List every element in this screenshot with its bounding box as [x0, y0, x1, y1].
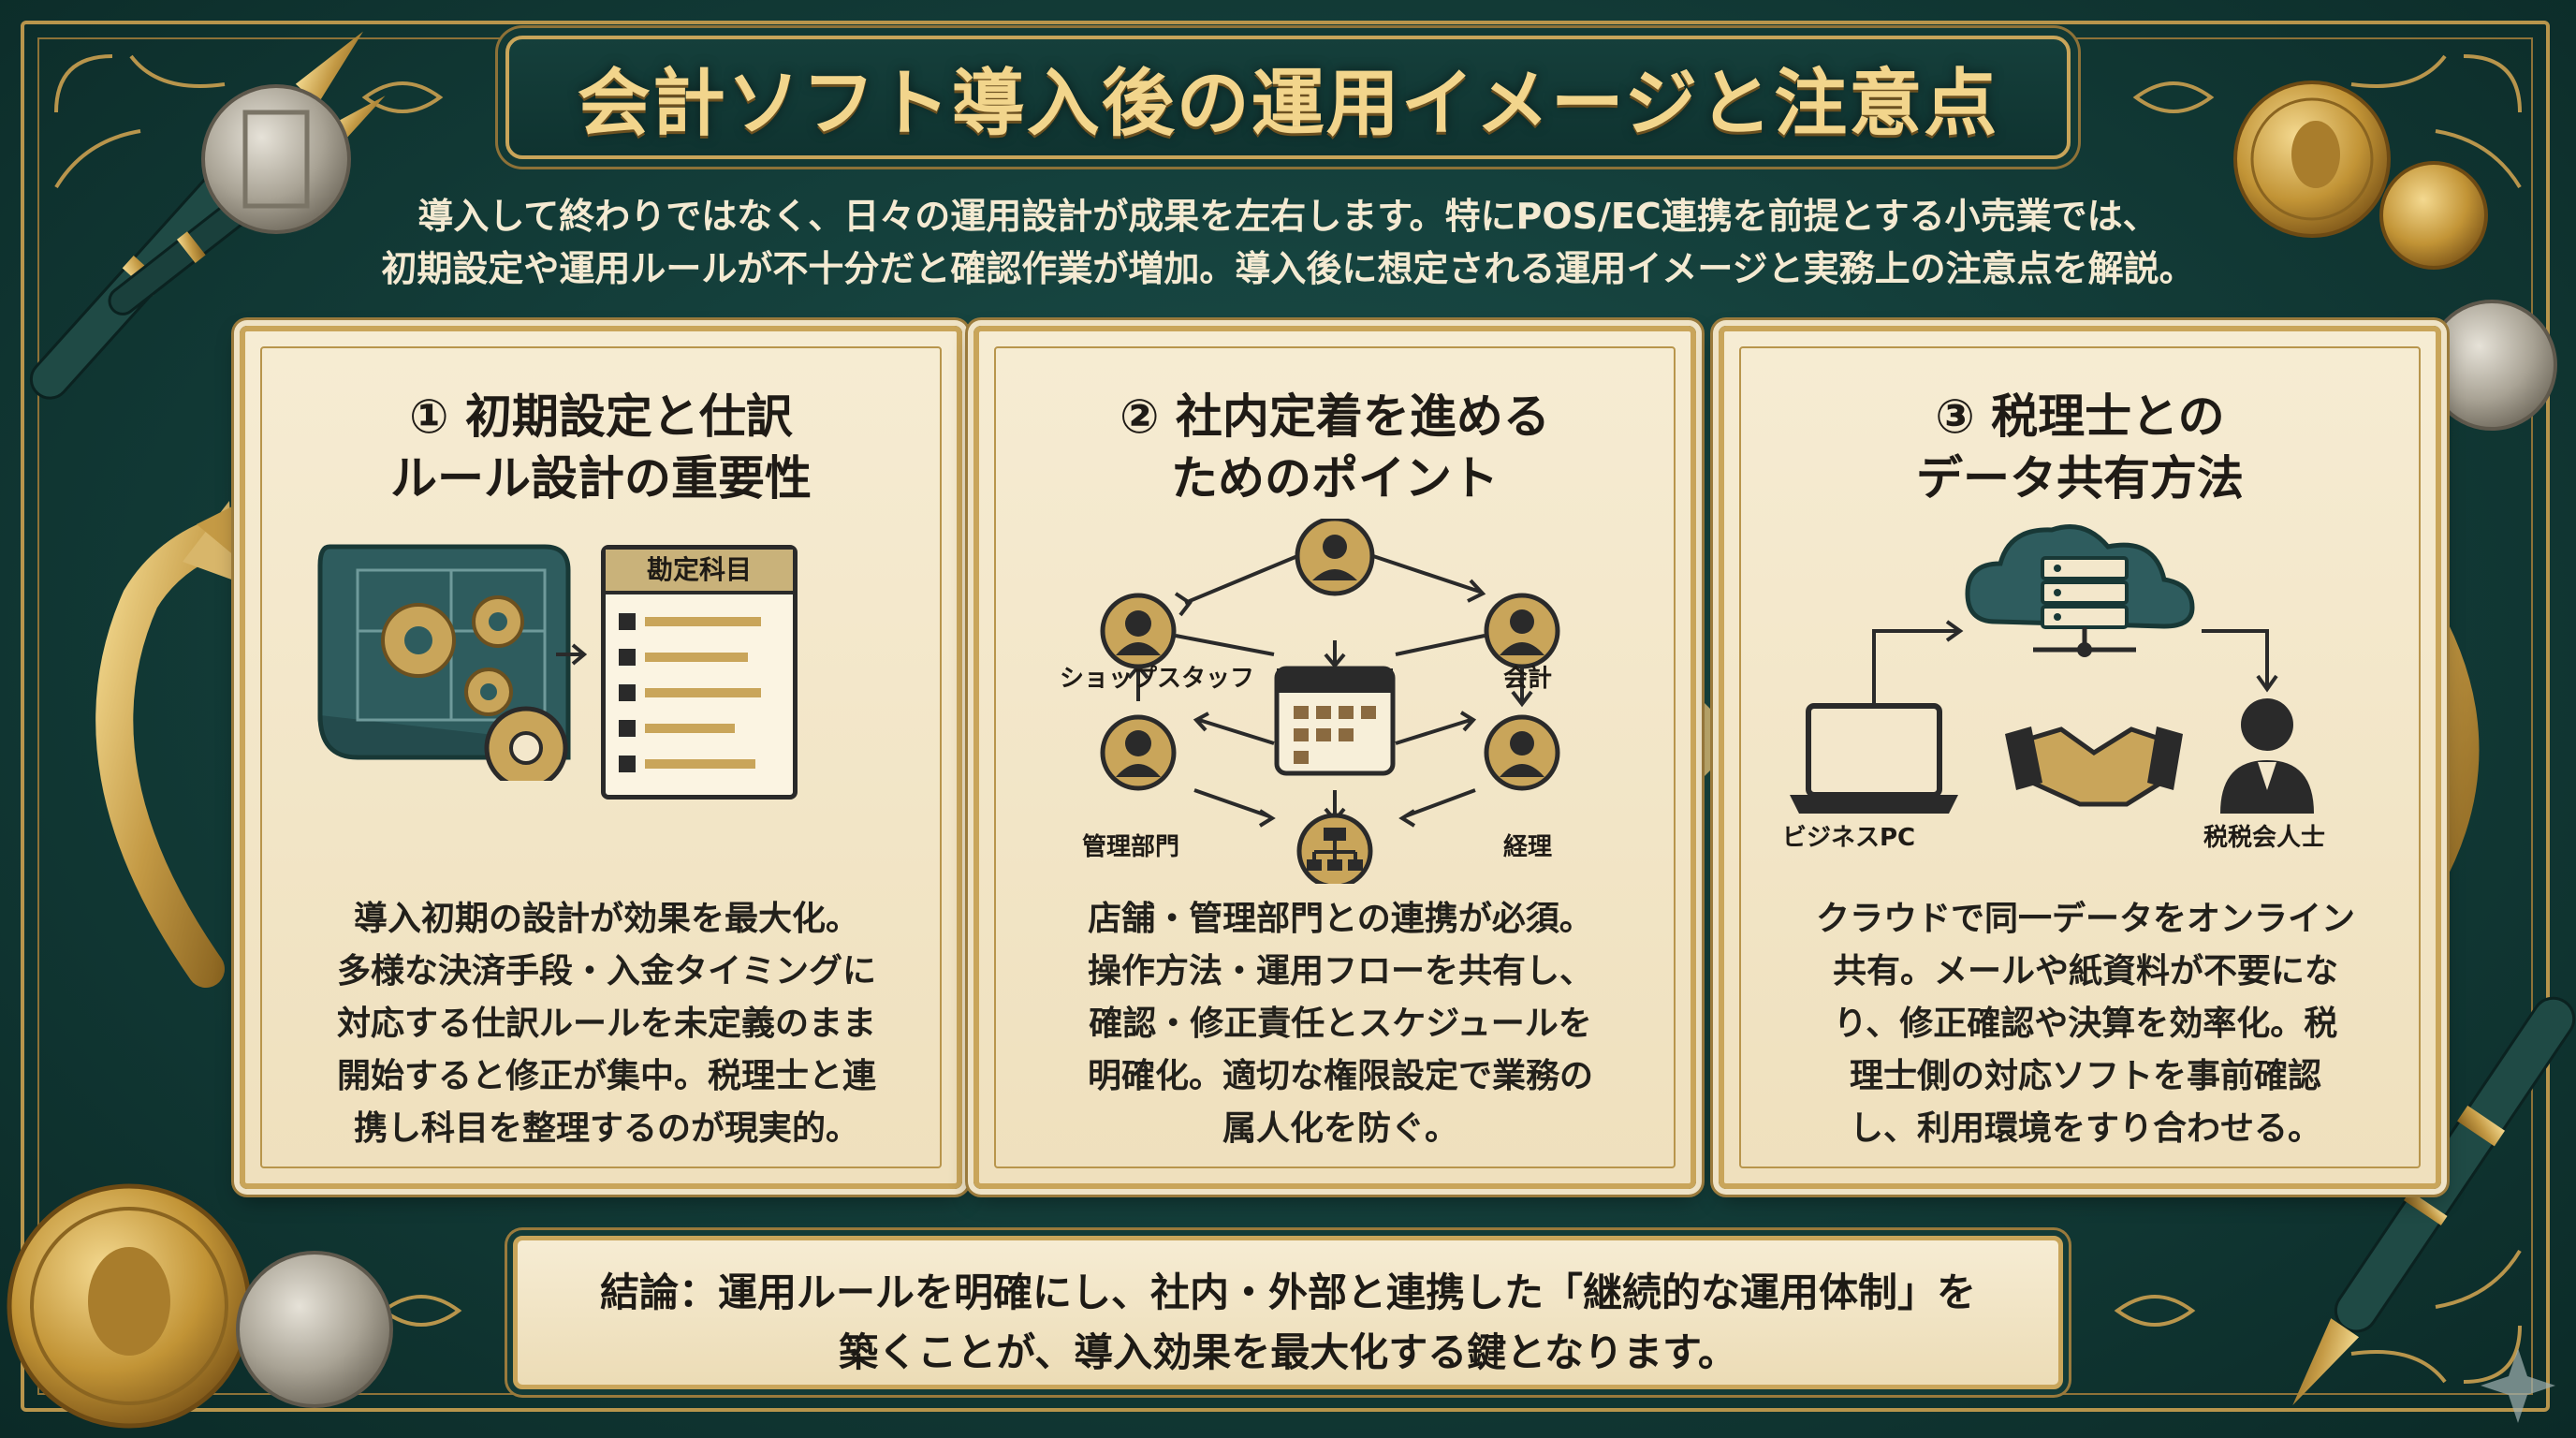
body-line: 操作方法・運用フローを共有し、: [1087, 952, 1593, 990]
label-admin: 管理部門: [1082, 833, 1180, 861]
outer-frame: [21, 21, 2550, 1412]
chart-of-accounts-label: 勘定科目: [606, 550, 793, 594]
body-line: 対応する仕訳ルールを未定義のまま: [336, 1005, 876, 1043]
card-title-line-2: データ共有方法: [1916, 451, 2244, 506]
card-internal-adoption: ② 社内定着を進める ためのポイント: [973, 326, 1696, 1189]
card-body: 導入初期の設計が効果を最大化。 多様な決済手段・入金タイミングに 対応する仕訳ル…: [283, 893, 930, 1155]
body-line: 携し科目を整理するのが現実的。: [353, 1109, 859, 1148]
card-inner-border: [1739, 346, 2421, 1168]
body-line: 共有。メールや紙資料が不要にな: [1832, 952, 2338, 990]
card-inner-border: [994, 346, 1676, 1168]
tax-accountant-person-icon: [2220, 698, 2314, 814]
title-plate: 会計ソフト導入後の運用イメージと注意点: [505, 36, 2071, 159]
conclusion-line-2: 築くことが、導入効果を最大化する鍵となります。: [839, 1329, 1737, 1375]
label-accounting: 会計: [1503, 665, 1553, 693]
team-network-diagram: [1100, 519, 1560, 884]
ledger-lines-icon: [619, 613, 761, 772]
body-line: 属人化を防ぐ。: [1222, 1109, 1458, 1148]
intro-line-2: 初期設定や運用ルールが不十分だと確認作業が増加。導入後に想定される運用イメージと…: [381, 248, 2195, 289]
body-line: し、利用環境をすり合わせる。: [1849, 1109, 2321, 1148]
finance-person-icon: [1484, 714, 1560, 791]
body-line: り、修正確認や決算を効率化。税: [1833, 1005, 2338, 1043]
page-title: 会計ソフト導入後の運用イメージと注意点: [577, 61, 1999, 146]
label-finance: 経理: [1503, 833, 1553, 861]
intro-line-1: 導入して終わりではなく、日々の運用設計が成果を左右します。特にPOS/EC連携を…: [417, 196, 2159, 237]
blueprint-gears-icon: [317, 544, 571, 781]
card-initial-setup: ① 初期設定と仕訳 ルール設計の重要性 勘定科目: [240, 326, 962, 1189]
card-title-line-1: ① 初期設定と仕訳: [409, 389, 793, 444]
body-line: 明確化。適切な権限設定で業務の: [1087, 1057, 1593, 1095]
label-tax-accountant: 税税会人士: [2203, 824, 2326, 852]
card-tax-accountant-sharing: ③ 税理士との データ共有方法: [1719, 326, 2441, 1189]
label-shop-staff: ショップスタッフ: [1060, 665, 1255, 693]
accounting-person-icon: [1484, 593, 1560, 669]
body-line: 多様な決済手段・入金タイミングに: [336, 952, 876, 990]
body-line: 導入初期の設計が効果を最大化。: [353, 900, 859, 938]
laptop-icon: [1790, 703, 1958, 814]
card-title-line-2: ルール設計の重要性: [390, 451, 812, 506]
org-chart-icon: [1296, 813, 1373, 884]
card-title-line-1: ③ 税理士との: [1935, 389, 2225, 444]
cloud-sharing-diagram: [1790, 524, 2314, 814]
admin-person-icon: [1100, 714, 1177, 791]
body-line: クラウドで同一データをオンライン: [1815, 900, 2355, 938]
arrow-right-icon: [556, 643, 588, 666]
card-title-line-1: ② 社内定着を進める: [1120, 389, 1550, 444]
conclusion-box: 結論：運用ルールを明確にし、社内・外部と連携した「継続的な運用体制」を 築くこと…: [513, 1236, 2063, 1389]
card-body: クラウドで同一データをオンライン 共有。メールや紙資料が不要にな り、修正確認や…: [1762, 893, 2409, 1155]
card-title-line-2: ためのポイント: [1171, 451, 1499, 506]
person-top-icon: [1295, 519, 1375, 596]
handshake-icon: [2005, 726, 2183, 807]
body-line: 開始すると修正が集中。税理士と連: [336, 1057, 876, 1095]
chart-of-accounts-list: 勘定科目: [601, 545, 798, 800]
conclusion-line-1: 結論：運用ルールを明確にし、社内・外部と連携した「継続的な運用体制」を: [599, 1269, 1976, 1315]
label-business-pc: ビジネスPC: [1782, 824, 1916, 852]
cloud-server-icon: [1965, 524, 2195, 657]
body-line: 確認・修正責任とスケジュールを: [1089, 1005, 1592, 1043]
card-body: 店舗・管理部門との連携が必須。 操作方法・運用フローを共有し、 確認・修正責任と…: [1017, 893, 1664, 1155]
card-inner-border: [260, 346, 942, 1168]
shop-staff-icon: [1100, 593, 1177, 669]
body-line: 理士側の対応ソフトを事前確認: [1849, 1057, 2321, 1095]
body-line: 店舗・管理部門との連携が必須。: [1088, 900, 1593, 938]
